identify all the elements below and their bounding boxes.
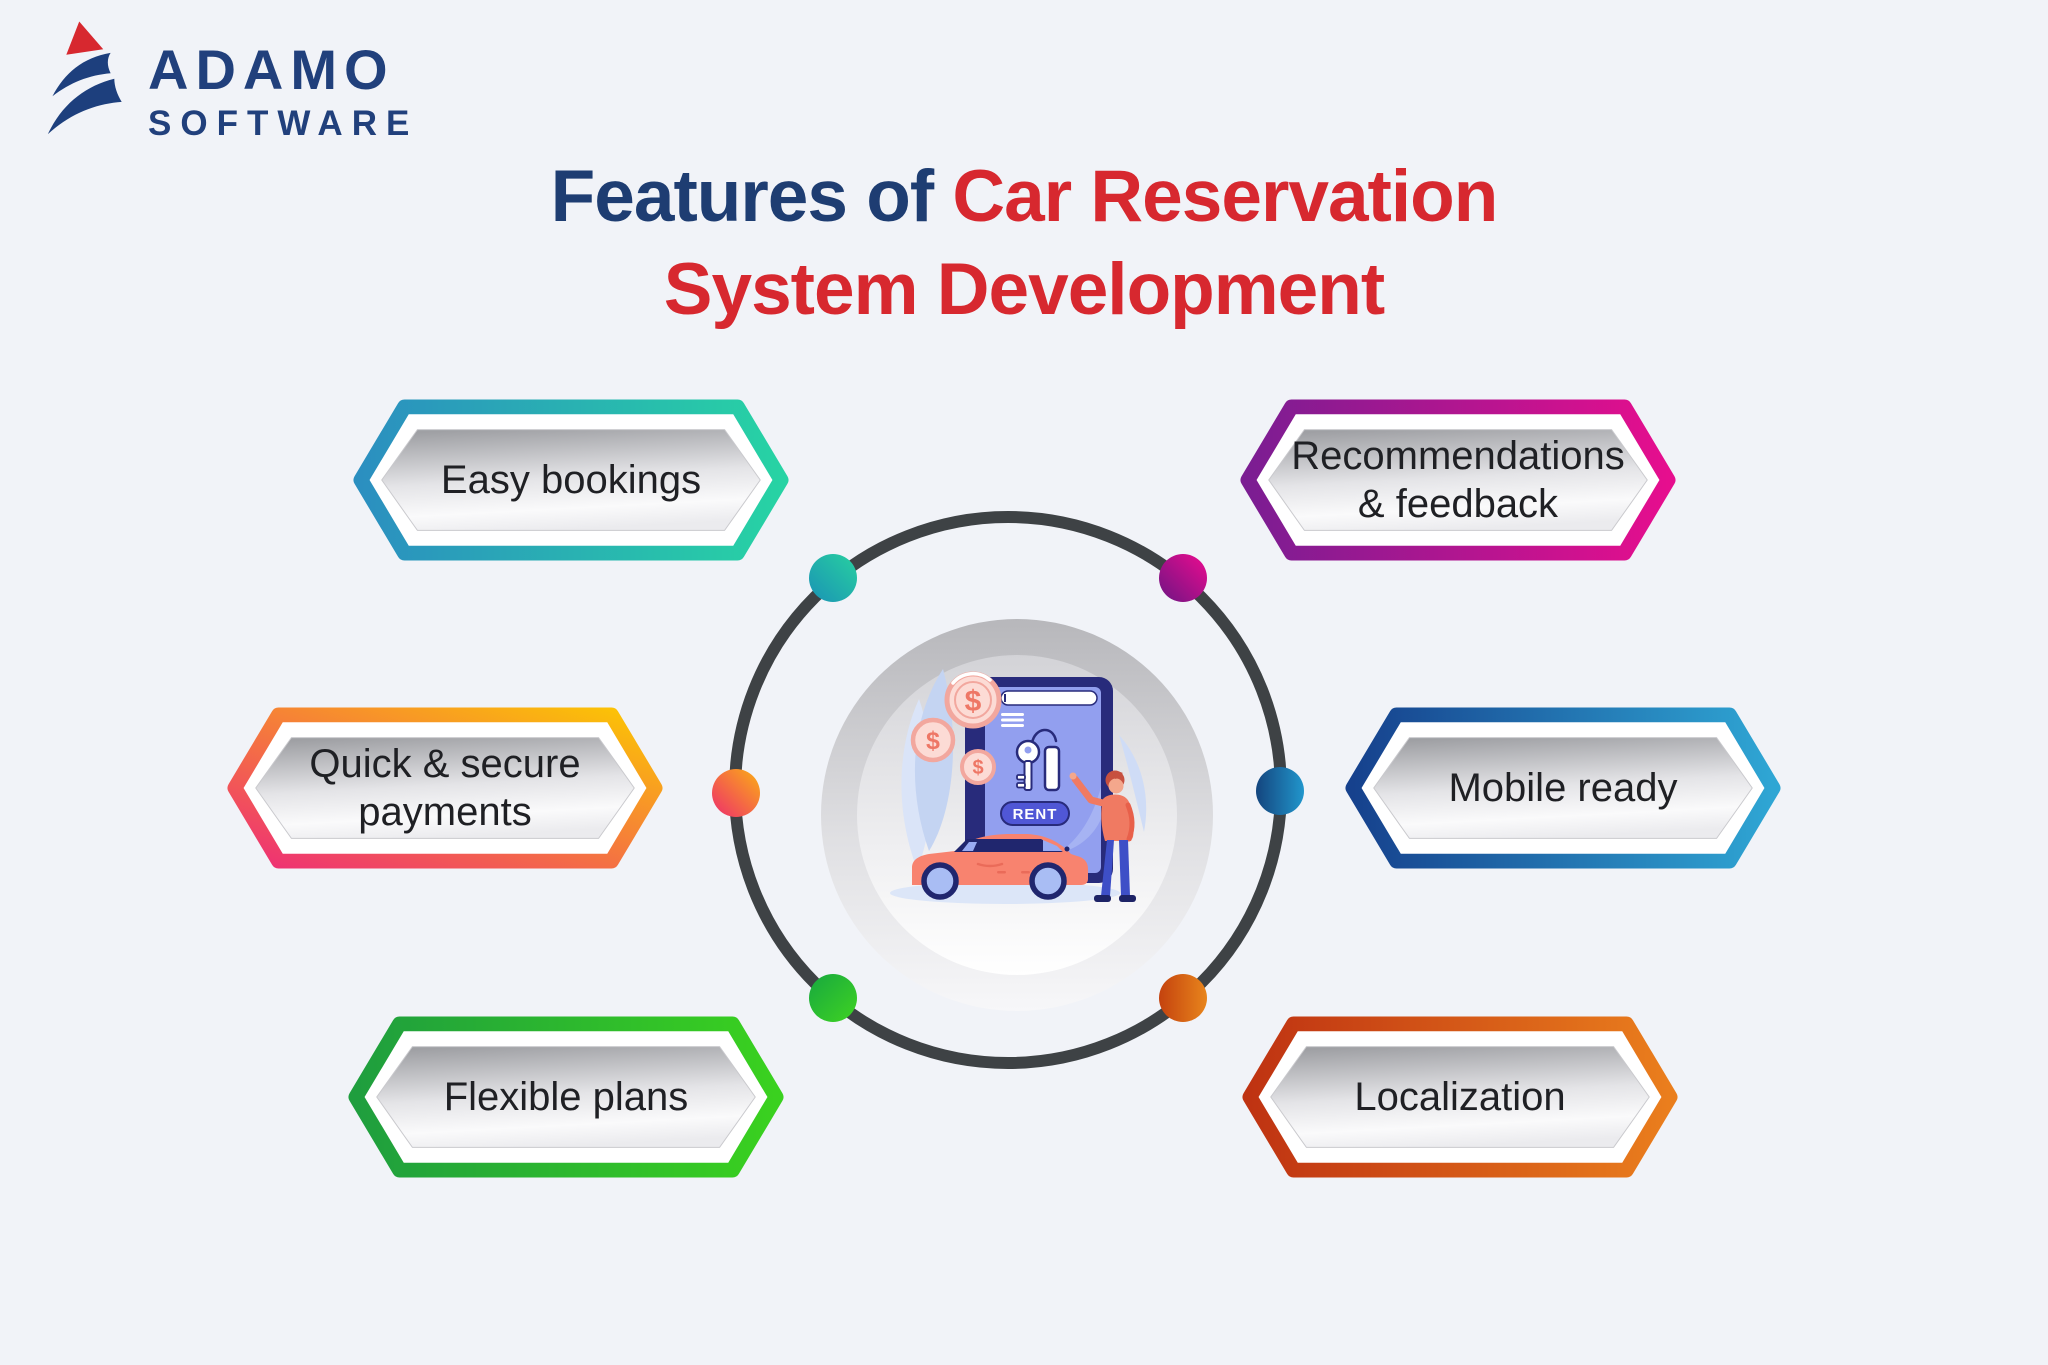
dollar-symbol: $ bbox=[965, 685, 982, 718]
logo-triangle bbox=[66, 21, 104, 55]
orbit-dot-quick-secure-payments bbox=[712, 769, 760, 817]
dollar-symbol: $ bbox=[926, 727, 940, 755]
swoosh-shape bbox=[1119, 735, 1147, 832]
title-line-2: System Development bbox=[663, 249, 1385, 331]
hexagon-frame bbox=[1345, 707, 1781, 869]
badge-localization: Localization bbox=[1242, 1015, 1678, 1179]
shoe bbox=[1119, 895, 1136, 902]
badge-mobile-ready: Mobile ready bbox=[1345, 706, 1781, 870]
orbit-dot-easy-bookings bbox=[809, 554, 857, 602]
page-title: Features of Car Reservation System Devel… bbox=[0, 150, 2048, 337]
rent-button: RENT bbox=[1000, 801, 1070, 826]
hexagon-frame bbox=[1240, 399, 1676, 561]
leg bbox=[1119, 840, 1130, 896]
dollar-symbol: $ bbox=[972, 757, 983, 779]
orbit-dot-flexible-plans bbox=[809, 974, 857, 1022]
hexagon-frame bbox=[1242, 1016, 1678, 1178]
orbit-dot-recommendations-feedback bbox=[1159, 554, 1207, 602]
brand-subtitle: SOFTWARE bbox=[148, 104, 419, 143]
car-rental-illustration: RENT $ $ $ bbox=[890, 669, 1147, 904]
title-line-1: Features of Car Reservation bbox=[550, 156, 1499, 237]
orbit-dot-localization bbox=[1159, 974, 1207, 1022]
badge-label: Mobile ready bbox=[1448, 766, 1678, 810]
center-orbit-graphic: RENT $ $ $ bbox=[712, 511, 1304, 1069]
brand-logo: ADAMO SOFTWARE bbox=[30, 16, 418, 144]
badge-flexible-plans: Flexible plans bbox=[348, 1015, 784, 1179]
search-bar bbox=[1000, 690, 1098, 706]
shoe bbox=[1094, 895, 1111, 902]
hexagon-frame bbox=[348, 1016, 784, 1178]
car-icon bbox=[912, 834, 1088, 900]
car-window bbox=[954, 839, 1063, 852]
wheel bbox=[1029, 862, 1067, 900]
badge-label: Flexible plans bbox=[443, 1075, 689, 1119]
badge-quick-secure-payments: Quick & secure payments bbox=[227, 706, 663, 870]
badge-label: Quick & secure payments bbox=[309, 742, 581, 834]
adamo-logo-icon bbox=[47, 21, 122, 135]
badge-label: Recommendations & feedback bbox=[1291, 434, 1625, 526]
wheel bbox=[921, 862, 959, 900]
badge-label: Localization bbox=[1354, 1075, 1566, 1119]
badge-label: Easy bookings bbox=[440, 458, 702, 502]
coin-icon: $ bbox=[910, 717, 956, 763]
brand-name: ADAMO bbox=[148, 38, 395, 101]
hexagon-frame bbox=[353, 399, 789, 561]
coin-icon: $ bbox=[960, 749, 996, 785]
torso bbox=[1101, 794, 1134, 841]
rent-label: RENT bbox=[1013, 806, 1058, 823]
head bbox=[1108, 778, 1124, 794]
orbit-dot-mobile-ready bbox=[1256, 767, 1304, 815]
person-figure bbox=[1069, 770, 1136, 902]
hexagon-frame bbox=[227, 707, 663, 869]
text-lines bbox=[1001, 713, 1024, 727]
leg bbox=[1101, 840, 1114, 896]
badge-recommendations-feedback: Recommendations & feedback bbox=[1240, 398, 1676, 562]
tablet-icon: RENT bbox=[965, 677, 1113, 883]
car-keys-icon bbox=[1015, 728, 1061, 792]
coin-icon: $ bbox=[944, 671, 1002, 729]
badge-easy-bookings: Easy bookings bbox=[353, 398, 789, 562]
